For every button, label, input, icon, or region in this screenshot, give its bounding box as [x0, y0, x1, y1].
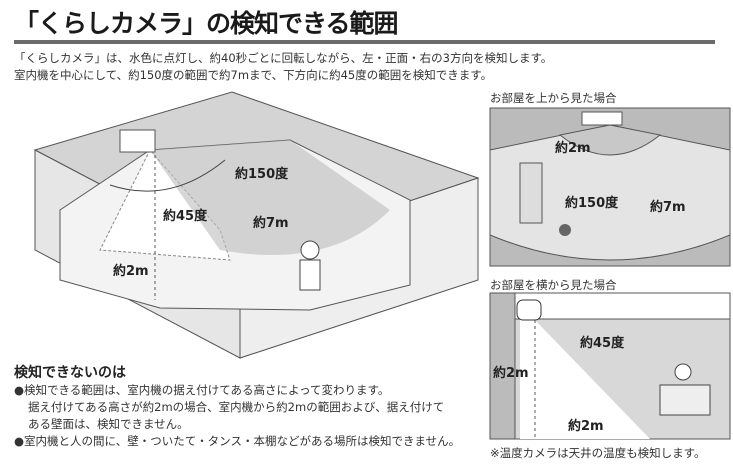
footnote: ※温度カメラは天井の温度も検知します。: [490, 446, 706, 460]
label-dist-far: 約7m: [253, 216, 289, 231]
label-angle-v: 約45度: [163, 209, 208, 224]
label-angle-h: 約150度: [235, 167, 289, 182]
notes-heading: 検知できないのは: [14, 365, 126, 381]
side-label-angle: 約45度: [580, 336, 625, 351]
intro-text: 「くらしカメラ」は、水色に点灯し、約40秒ごとに回転しながら、左・正面・右の3方…: [14, 50, 552, 84]
note-item: 据え付けてある高さが約2mの場合、室内機から約2mの範囲および、据え付けて: [28, 400, 445, 414]
note-item: ●室内機と人の間に、壁・ついたて・タンス・本棚などがある場所は検知できません。: [14, 434, 461, 448]
note-item: ●検知できる範囲は、室内機の据え付けてある高さによって変わります。: [14, 383, 390, 397]
top-label-near: 約2m: [555, 141, 591, 156]
label-dist-near: 約2m: [113, 264, 149, 279]
person-icon: [559, 224, 571, 236]
intro-line: 「くらしカメラ」は、水色に点灯し、約40秒ごとに回転しながら、左・正面・右の3方…: [14, 51, 553, 65]
intro-line: 室内機を中心にして、約150度の範囲で約7mまで、下方向に約45度の範囲を検知で…: [14, 68, 493, 82]
side-label-height: 約2m: [493, 366, 529, 381]
ac-unit-icon: [119, 129, 156, 153]
title-rule: [14, 40, 715, 44]
top-label-far: 約7m: [650, 200, 686, 215]
page-title: 「くらしカメラ」の検知できる範囲: [14, 9, 399, 38]
note-item: ある壁面は、検知できません。: [28, 417, 189, 431]
person-icon: [674, 363, 692, 381]
person-icon: [300, 240, 320, 260]
ac-unit-icon: [581, 111, 623, 126]
notes-list: ●検知できる範囲は、室内機の据え付けてある高さによって変わります。 据え付けてあ…: [14, 382, 460, 450]
sofa-icon: [519, 162, 543, 224]
top-view-caption: お部屋を上から見た場合: [490, 91, 617, 105]
top-label-angle: 約150度: [565, 196, 619, 211]
side-view-caption: お部屋を横から見た場合: [490, 278, 617, 292]
ac-unit-icon: [516, 299, 542, 321]
side-label-floor: 約2m: [568, 419, 604, 434]
